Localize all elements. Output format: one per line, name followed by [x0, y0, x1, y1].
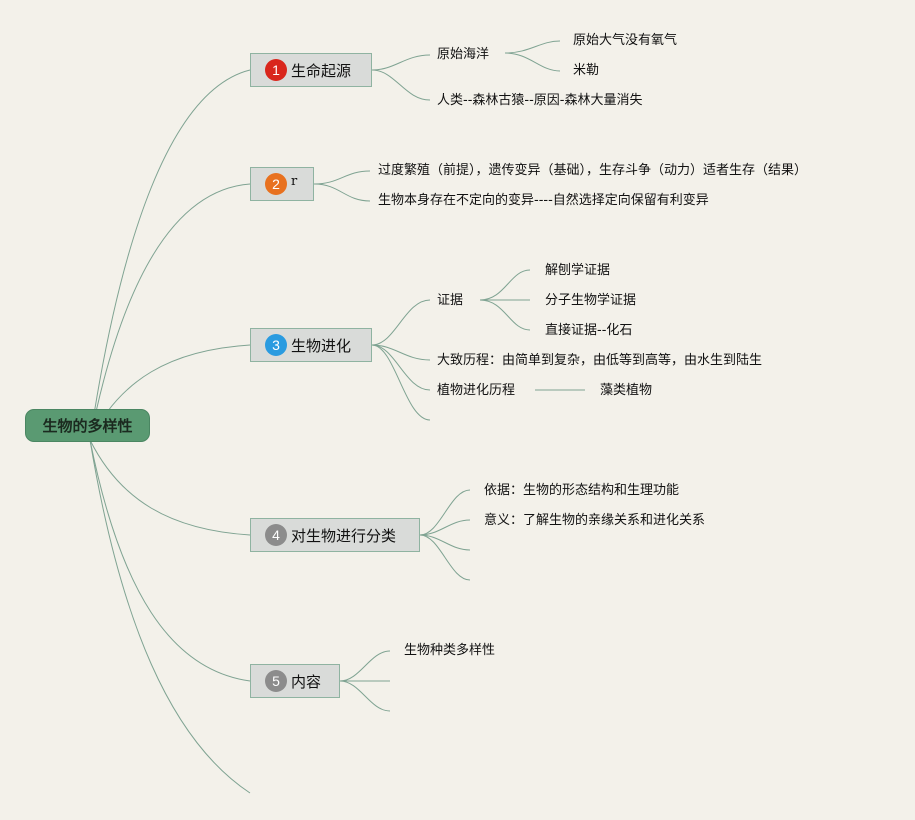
root-label: 生物的多样性	[42, 417, 133, 435]
connector-root-t4	[89, 439, 251, 536]
node-classification-meaning[interactable]: 意义：了解生物的亲缘关系和进化关系	[484, 513, 706, 528]
connector-root-t1	[89, 69, 251, 441]
topic-label: 生物进化	[291, 336, 352, 355]
node-molecular-evidence[interactable]: 分子生物学证据	[545, 293, 637, 308]
node-anatomy-evidence[interactable]: 解刨学证据	[545, 263, 611, 278]
number-3-icon: 3	[265, 334, 287, 356]
number-5-icon: 5	[265, 670, 287, 692]
node-plant-evolution[interactable]: 植物进化历程	[437, 383, 516, 398]
topic-content[interactable]: 5 内容	[250, 664, 340, 698]
connector-root-t5	[89, 439, 251, 682]
topic-label: 对生物进行分类	[291, 526, 397, 545]
topic-classification[interactable]: 4 对生物进行分类	[250, 518, 420, 552]
node-evolution-course[interactable]: 大致历程：由简单到复杂，由低等到高等，由水生到陆生	[437, 353, 763, 368]
connector-root-t2	[89, 183, 251, 441]
node-species-diversity[interactable]: 生物种类多样性	[404, 643, 496, 658]
node-darwin-principles[interactable]: 过度繁殖（前提），遗传变异（基础），生存斗争（动力）适者生存（结果）	[378, 163, 808, 178]
connector-root-empty	[89, 439, 251, 794]
topic-label: r	[291, 173, 298, 189]
number-2-icon: 2	[265, 173, 287, 195]
node-variation-selection[interactable]: 生物本身存在不定向的变异----自然选择定向保留有利变异	[378, 193, 709, 208]
topic-label: 内容	[291, 672, 322, 691]
node-primitive-ocean[interactable]: 原始海洋	[437, 47, 490, 62]
node-evidence[interactable]: 证据	[437, 293, 464, 308]
node-human-origin[interactable]: 人类--森林古猿--原因-森林大量消失	[437, 93, 643, 108]
node-fossil-evidence[interactable]: 直接证据--化石	[545, 323, 633, 338]
node-algae[interactable]: 藻类植物	[600, 383, 653, 398]
topic-origin-of-life[interactable]: 1 生命起源	[250, 53, 372, 87]
node-miller[interactable]: 米勒	[573, 63, 600, 78]
node-no-oxygen[interactable]: 原始大气没有氧气	[573, 33, 678, 48]
topic-label: 生命起源	[291, 61, 352, 80]
number-1-icon: 1	[265, 59, 287, 81]
number-4-icon: 4	[265, 524, 287, 546]
root-node[interactable]: 生物的多样性	[25, 409, 150, 442]
node-classification-basis[interactable]: 依据：生物的形态结构和生理功能	[484, 483, 680, 498]
topic-evolution[interactable]: 3 生物进化	[250, 328, 372, 362]
topic-natural-selection[interactable]: 2 r	[250, 167, 314, 201]
